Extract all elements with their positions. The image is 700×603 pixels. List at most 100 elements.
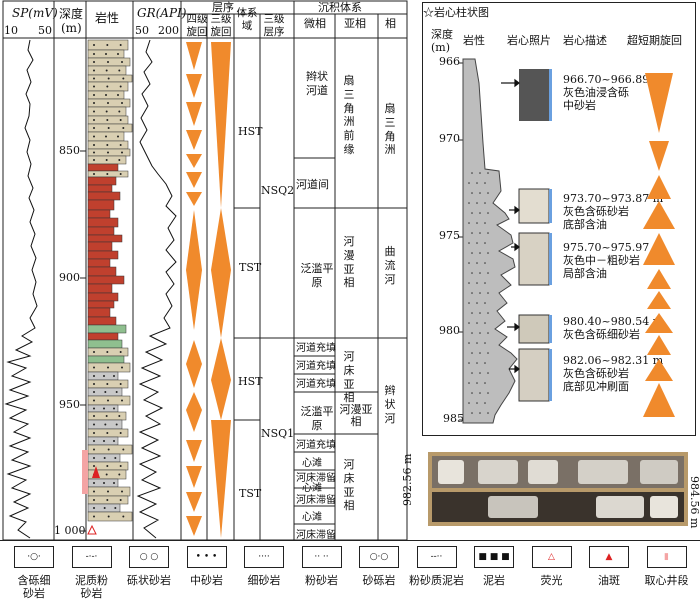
lithology-dot: [93, 507, 95, 509]
lithology-dot: [121, 399, 123, 402]
lithology-bed: [87, 292, 119, 302]
lithology-dot: [117, 53, 119, 55]
sedimentary-system-label: 沉积体系: [318, 1, 362, 14]
core-desc-2-range: 973.70~973.87 m: [563, 192, 664, 205]
coring-interval-bar: [82, 450, 88, 494]
lithology-dot: [119, 351, 122, 353]
lithology-dot: [103, 507, 106, 509]
microfacies-channel-fill-3: 河道充填: [296, 379, 336, 390]
core-lithology-dot: [471, 332, 473, 334]
lithology-dot: [103, 440, 105, 442]
lithology-dot: [107, 102, 109, 104]
lithology-dot: [107, 366, 109, 369]
microfacies-channel-fill-2: 河道充填: [296, 361, 336, 372]
core-panel: ☆岩心柱状图 深度 (m) 岩性 岩心照片 岩心描述 超短期旋回 966 970…: [422, 2, 696, 436]
lithology-dot: [105, 159, 108, 161]
lithology-dot: [106, 144, 109, 146]
core-lithology-dot: [476, 362, 478, 364]
depth-tick-850: 850: [59, 144, 80, 157]
legend-label-line2: 砂岩: [23, 587, 45, 601]
core-lithology-dot: [487, 292, 489, 294]
lithology-bed: [87, 250, 119, 260]
main-log-graphic: [2, 0, 408, 541]
legend-label: 细砂岩: [247, 574, 281, 587]
legend-item: -·-·泥质粉砂岩: [62, 546, 122, 600]
lithology-dot: [106, 44, 109, 46]
fourth-order-cycle-triangle: [186, 74, 202, 98]
core-lithology-dot: [484, 202, 486, 204]
core-cycle-label: 超短期旋回: [627, 34, 682, 47]
lithology-dot: [119, 44, 122, 46]
core-lithology-dot: [484, 302, 486, 304]
core-desc-4-range: 980.40~980.54 m: [563, 315, 664, 328]
core-box-photo: [428, 452, 688, 526]
legend-item: ▮取心井段: [637, 546, 697, 587]
lithology-bed: [87, 511, 133, 522]
lithology-dot: [119, 85, 122, 88]
core-lithology-dot: [479, 192, 481, 194]
subfacies-fan-delta-front: 扇三角洲前缘: [343, 74, 355, 156]
core-lithology-dot: [479, 412, 481, 414]
lithology-bed: [87, 234, 123, 243]
lithology-bed: [87, 226, 115, 236]
lithology-dot: [119, 119, 122, 121]
lithology-dot: [113, 440, 115, 442]
lithology-bed: [87, 307, 111, 318]
sequence-nsq2: NSQ2: [261, 184, 295, 197]
fourth-order-cycle-triangle: [186, 466, 202, 488]
lithology-dot: [93, 351, 95, 353]
core-lithology-dot: [484, 262, 486, 264]
lithology-dot: [103, 482, 105, 484]
legend-label: 泥岩: [483, 574, 505, 587]
sp-min: 10: [4, 24, 18, 37]
core-depth-985: 985: [443, 412, 464, 425]
lithology-dot: [93, 110, 95, 113]
lithology-dot: [93, 77, 95, 80]
lithology-dot: [113, 482, 115, 484]
lithology-dot: [118, 415, 121, 417]
subfacies-floodplain-1: 河漫亚相: [343, 235, 355, 290]
fourth-order-cycle-triangle: [186, 516, 202, 536]
core-lithology-dot: [476, 302, 478, 304]
depth-unit: (m): [61, 21, 82, 35]
third-order-cycles: [211, 42, 231, 538]
lithology-dot: [93, 499, 95, 501]
core-lithology-dot: [479, 392, 481, 394]
core-lithology-dot: [471, 392, 473, 394]
third-cycle-label: 三级旋回: [210, 13, 232, 39]
lithology-dot: [105, 415, 108, 417]
microfacies-interchannel: 河道间: [296, 178, 329, 191]
core-lithology-dot: [468, 282, 470, 284]
core-lithology-dot: [468, 242, 470, 244]
core-lithology-dot: [468, 342, 470, 344]
system-tract-tst-2: TST: [239, 487, 262, 500]
core-box-graphic: [428, 452, 688, 526]
ultrashort-cycle-triangle: [649, 141, 669, 171]
core-lithology-dot: [476, 322, 478, 324]
legend-item: △荧光: [522, 546, 582, 587]
lithology-bed: [87, 316, 117, 326]
core-lithology-dot: [479, 272, 481, 274]
core-lithology-dot: [471, 252, 473, 254]
ultrashort-cycle-triangle: [647, 335, 671, 355]
lithology-dot: [106, 499, 109, 501]
legend-label: 砾状砂岩: [127, 574, 171, 587]
lithology-dot: [121, 102, 123, 104]
subfacies-channel-2: 河床亚相: [343, 458, 355, 513]
lithology-bed: [87, 176, 117, 186]
legend-label: 中砂岩: [190, 574, 223, 587]
lithology-dot: [107, 127, 110, 129]
core-lithology-dot: [487, 392, 489, 394]
lithology-dot: [93, 457, 95, 459]
lithology-bed: [87, 339, 123, 349]
fine-sandstone-icon: ····: [244, 546, 284, 568]
ultrashort-cycle-triangle: [643, 233, 675, 265]
lithology-dot: [93, 173, 95, 175]
lithology-dot: [106, 173, 109, 175]
third-order-cycle-triangle: [211, 380, 231, 420]
lithology-dot: [105, 135, 107, 138]
lithology-dot: [118, 69, 121, 72]
lithology-dot: [117, 135, 119, 138]
lithology-bed: [87, 300, 115, 309]
subfacies-label: 亚相: [344, 17, 366, 30]
